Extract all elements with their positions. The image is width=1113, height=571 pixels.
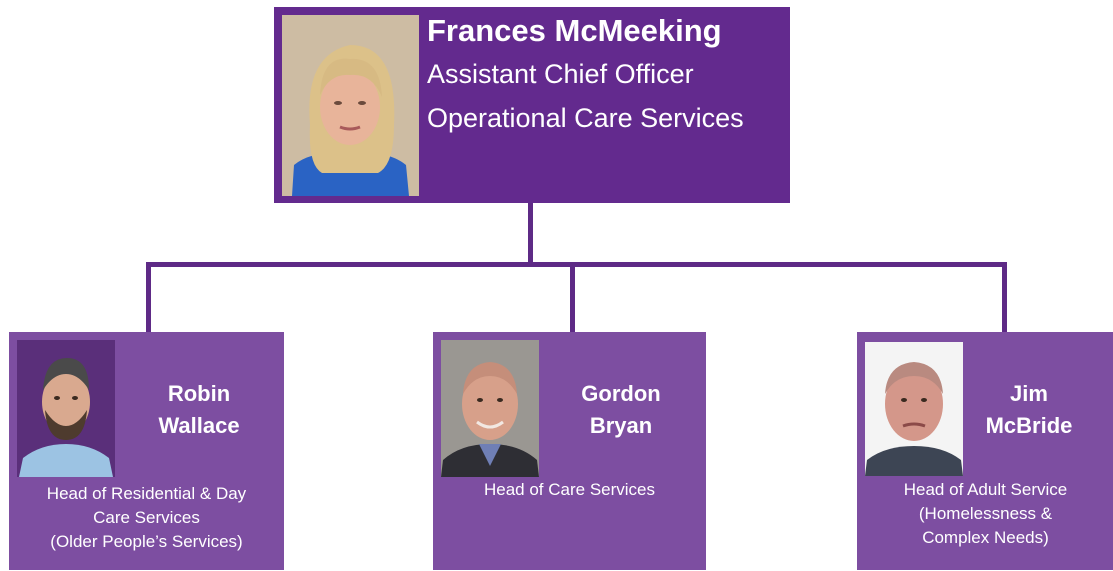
gordon-bryan-photo [441,340,539,477]
connector-horizontal [146,262,1007,267]
top-person-title: Assistant Chief Officer [427,59,694,89]
top-person-name: Frances McMeeking [427,13,722,48]
robin-wallace-name: Robin Wallace [158,381,240,438]
report-card-robin-wallace: Robin Wallace Head of Residential & Day … [9,332,284,570]
gordon-bryan-name: Gordon Bryan [581,381,661,438]
connector-left-drop [146,262,151,334]
report-card-jim-mcbride: Jim McBride Head of Adult Service (Homel… [857,332,1113,570]
robin-wallace-role: Head of Residential & Day Care Services … [46,484,247,551]
gordon-bryan-role: Head of Care Services [483,480,656,499]
report-card-gordon-bryan: Gordon Bryan Head of Care Services [433,332,706,570]
jim-mcbride-role: Head of Adult Service (Homelessness & Co… [903,480,1068,547]
top-person-photo [282,15,419,196]
jim-mcbride-photo [865,342,963,476]
connector-middle-drop [570,262,575,334]
robin-wallace-photo [17,340,115,477]
top-person-card: Frances McMeeking Assistant Chief Office… [274,7,790,203]
connector-top-vertical [528,203,533,265]
top-person-department: Operational Care Services [427,103,744,133]
jim-mcbride-name: Jim McBride [985,381,1073,438]
connector-right-drop [1002,262,1007,334]
